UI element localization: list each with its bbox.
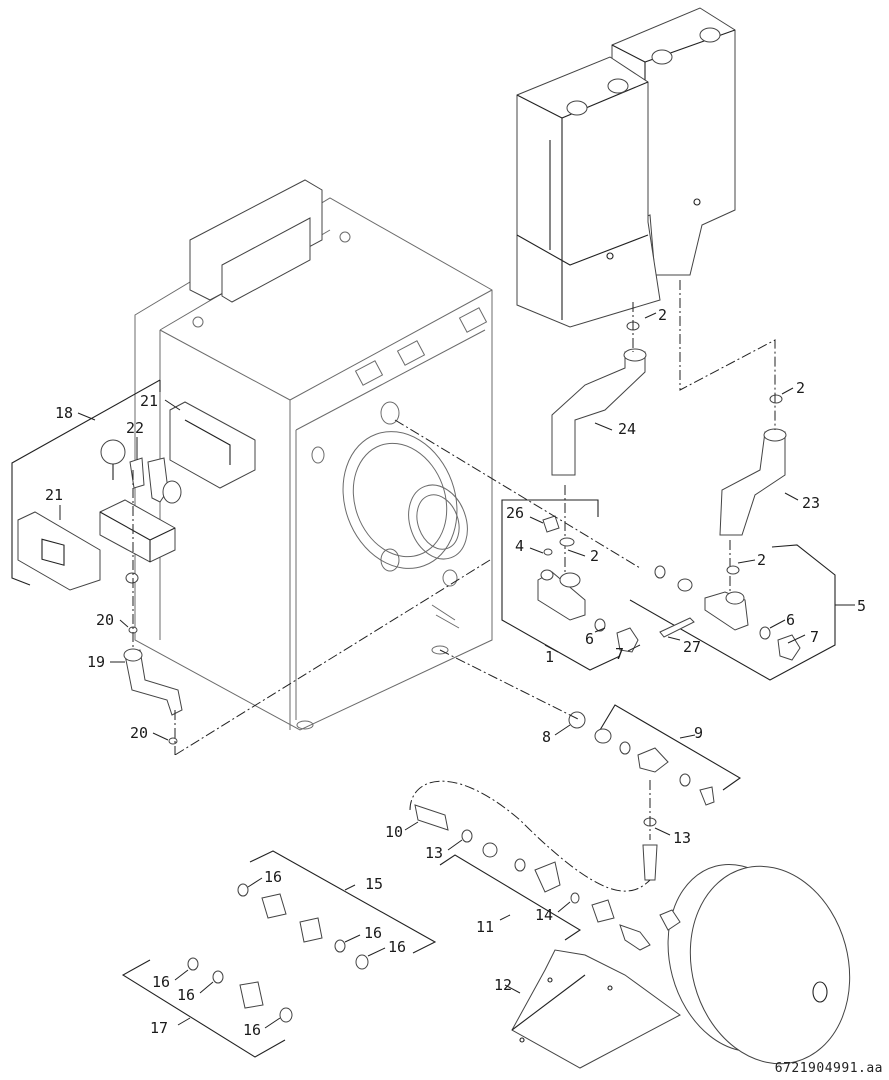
callout-13-right: 13 bbox=[673, 829, 691, 847]
tee-fitting-5 bbox=[394, 419, 855, 681]
mounting-bracket-12 bbox=[511, 949, 681, 1069]
callout-16-c: 16 bbox=[388, 938, 406, 956]
callout-22: 22 bbox=[126, 419, 144, 437]
callout-16-b: 16 bbox=[364, 924, 382, 942]
callout-6-tee1: 6 bbox=[585, 630, 594, 648]
connection-pipe-19 bbox=[124, 649, 183, 716]
callout-17: 17 bbox=[150, 1019, 168, 1037]
callout-16-f: 16 bbox=[243, 1021, 261, 1039]
callout-4: 4 bbox=[515, 537, 524, 555]
callout-27: 27 bbox=[683, 638, 701, 656]
tee-fitting-1 bbox=[501, 499, 639, 671]
callout-6-tee5: 6 bbox=[786, 611, 795, 629]
callout-2-top: 2 bbox=[658, 306, 667, 324]
callout-7-tee5: 7 bbox=[810, 628, 819, 646]
callout-2-tee1: 2 bbox=[590, 547, 599, 565]
callout-5: 5 bbox=[857, 597, 866, 615]
callout-14: 14 bbox=[535, 906, 553, 924]
fitting-set-17 bbox=[121, 957, 293, 1058]
hot-water-cylinder-units bbox=[516, 7, 736, 328]
flexible-hose-13 bbox=[642, 844, 658, 881]
callout-16-d: 16 bbox=[152, 973, 170, 991]
callout-24: 24 bbox=[618, 420, 636, 438]
callout-16-a: 16 bbox=[264, 868, 282, 886]
callout-26: 26 bbox=[506, 504, 524, 522]
callout-16-e: 16 bbox=[177, 986, 195, 1004]
callout-18: 18 bbox=[55, 404, 73, 422]
connection-pipe-24 bbox=[551, 351, 646, 476]
callout-15: 15 bbox=[365, 875, 383, 893]
expansion-vessel bbox=[659, 863, 851, 1065]
callout-10: 10 bbox=[385, 823, 403, 841]
callout-11: 11 bbox=[476, 918, 494, 936]
connection-group bbox=[174, 559, 742, 951]
control-module bbox=[189, 179, 323, 303]
callout-20-upper: 20 bbox=[96, 611, 114, 629]
callout-23: 23 bbox=[802, 494, 820, 512]
pressure-gauge bbox=[100, 439, 126, 465]
connection-pipe-23 bbox=[719, 431, 786, 536]
safety-group-assembly bbox=[11, 379, 256, 755]
callout-21-front: 21 bbox=[45, 486, 63, 504]
callout-2-tee5: 2 bbox=[757, 551, 766, 569]
air-vent-valve bbox=[129, 457, 145, 489]
callout-12: 12 bbox=[494, 976, 512, 994]
callout-9: 9 bbox=[694, 724, 703, 742]
callout-19: 19 bbox=[87, 653, 105, 671]
connection-pipes bbox=[551, 280, 787, 600]
document-number: 6721904991.aa bbox=[774, 1061, 883, 1076]
callout-8: 8 bbox=[542, 728, 551, 746]
callout-1: 1 bbox=[545, 648, 554, 666]
insulation-shell-rear bbox=[169, 401, 256, 489]
callout-20-lower: 20 bbox=[130, 724, 148, 742]
flexible-hose-10 bbox=[414, 804, 449, 831]
fitting-set-15 bbox=[237, 850, 437, 970]
callout-leaders bbox=[59, 312, 806, 1029]
callout-labels: 18 21 22 21 20 19 20 2 2 24 23 26 4 2 2 … bbox=[45, 306, 866, 1039]
callout-13-left: 13 bbox=[425, 844, 443, 862]
callout-21-rear: 21 bbox=[140, 392, 158, 410]
callout-2-right: 2 bbox=[796, 379, 805, 397]
insulation-shell-front bbox=[17, 511, 101, 591]
callout-7-tee1: 7 bbox=[615, 645, 624, 663]
